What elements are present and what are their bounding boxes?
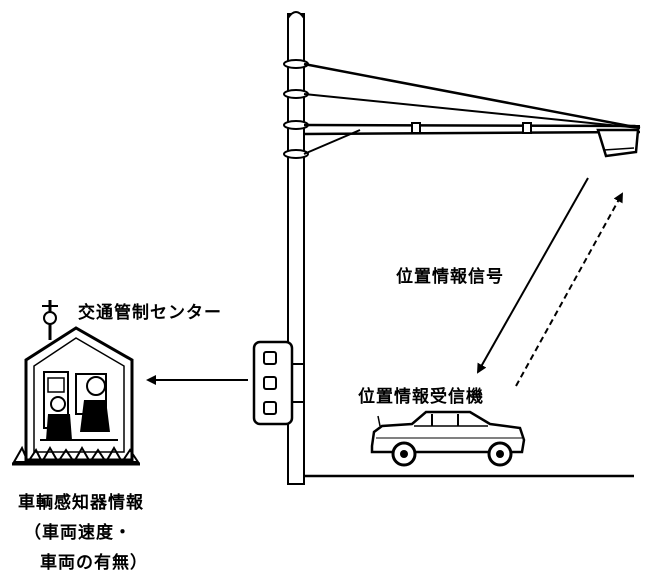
- traffic-center-building: [12, 300, 140, 466]
- vehicle-detector-box: [252, 340, 304, 426]
- sedan-car: [370, 410, 526, 467]
- downlink-arrow: [477, 177, 589, 374]
- beacon-head: [596, 128, 640, 158]
- traffic-center-label: 交通管制センター: [78, 303, 222, 323]
- uplink-arrow: [515, 192, 623, 387]
- receiver-label: 位置情報受信機: [358, 387, 484, 407]
- detector-info-line2: （車両速度・: [24, 523, 132, 543]
- overhead-arm: [303, 62, 641, 155]
- detector-info-line3: 車両の有無）: [40, 553, 148, 573]
- detector-info-line1: 車輌感知器情報: [18, 493, 144, 513]
- position-signal-label: 位置情報信号: [396, 267, 504, 287]
